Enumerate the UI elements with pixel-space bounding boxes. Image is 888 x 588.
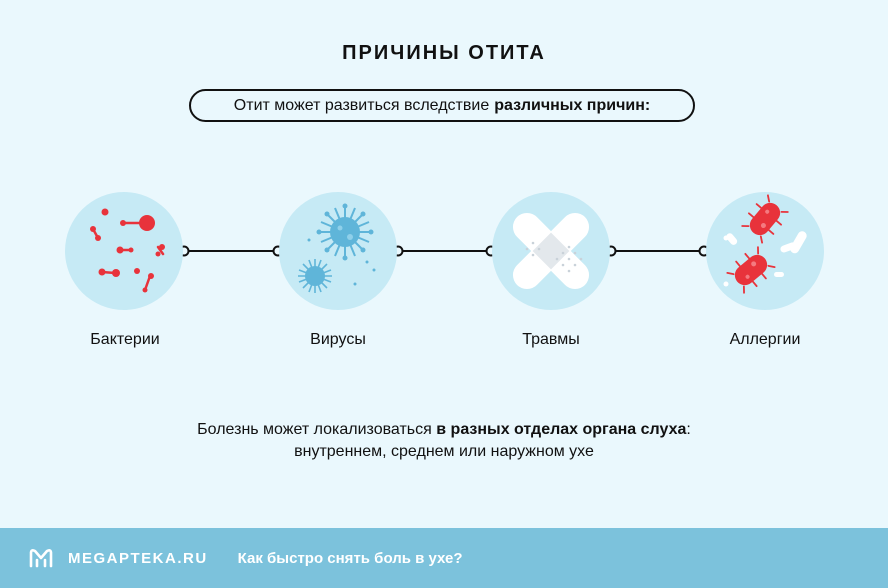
- intro-bold: различных причин:: [494, 96, 651, 114]
- localization-colon: :: [686, 421, 691, 438]
- localization-bold: в разных отделах органа слуха: [436, 421, 687, 438]
- allergy-icon: [723, 194, 807, 294]
- cause-label-bacteria: Бактерии: [90, 331, 160, 348]
- megapteka-logo-icon: [29, 549, 53, 568]
- localization-line2: внутреннем, среднем или наружном ухе: [294, 443, 594, 460]
- footer-article-link[interactable]: Как быстро снять боль в ухе?: [237, 549, 463, 567]
- virus-circle: [279, 192, 397, 310]
- trauma-circle: [492, 192, 610, 310]
- cause-label-trauma: Травмы: [522, 331, 580, 348]
- footer-bar: MEGAPTEKA.RU Как быстро снять боль в ухе…: [0, 528, 888, 588]
- intro-pill: Отит может развиться вследствие различны…: [189, 89, 695, 122]
- cause-label-viruses: Вирусы: [310, 331, 366, 348]
- virus-icon: [298, 203, 376, 293]
- cause-label-allergies: Аллергии: [729, 331, 801, 348]
- page-title: ПРИЧИНЫ ОТИТА: [342, 42, 546, 64]
- bandage-icon: [512, 212, 590, 290]
- brand-name[interactable]: MEGAPTEKA.RU: [68, 549, 208, 567]
- localization-text: Болезнь может локализоваться в разных от…: [0, 419, 888, 463]
- bacteria-icon: [90, 208, 165, 293]
- bacteria-circle: [65, 192, 183, 310]
- allergy-circle: [706, 192, 824, 310]
- intro-text: Отит может развиться вследствие: [233, 96, 490, 114]
- localization-text-1: Болезнь может локализоваться: [197, 421, 432, 438]
